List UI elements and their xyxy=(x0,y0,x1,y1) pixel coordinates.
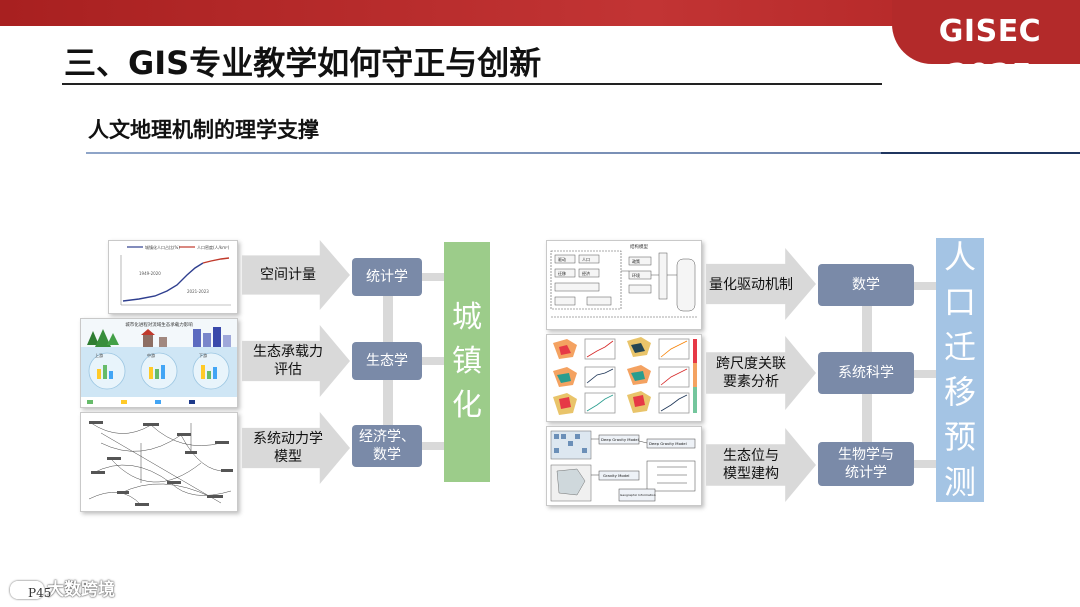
label-cross-scale: 跨尺度关联 要素分析 xyxy=(706,355,796,391)
target-migration-char-4: 移 xyxy=(943,373,976,411)
flow-box-1: 驱动 xyxy=(558,256,566,262)
discipline-economics-line2: 数学 xyxy=(373,447,401,463)
flow-box-2: 人口 xyxy=(582,257,590,262)
flow-box-6: 环境 xyxy=(632,272,640,278)
target-migration-char-6: 测 xyxy=(943,463,976,501)
slide-subtitle: 人文地理机制的理学支撑 xyxy=(88,118,319,142)
zone-midstream: 中游 xyxy=(147,352,155,358)
watermark-logo: 大数跨境 xyxy=(10,575,115,600)
model-box-3: Gravity Model xyxy=(603,473,629,478)
subtitle-divider xyxy=(86,152,1080,154)
label-niche-model-line1: 生态位与 xyxy=(723,448,779,464)
label-system-dynamics: 系统动力学 模型 xyxy=(248,430,328,466)
landscape-illustration: 城市化进程对流域生态承载力影响 上游 中游 下游 xyxy=(81,319,237,407)
watermark-icon xyxy=(10,581,44,599)
discipline-mathematics: 数学 xyxy=(818,264,914,306)
slide-title: 三、GIS专业教学如何守正与创新 xyxy=(64,44,542,82)
flow-box-4: 经济 xyxy=(582,270,590,276)
maps-grid-graphic xyxy=(547,335,701,421)
thumbnail-urbanization-chart: 城镇化人口占比(%) 人口密度(人/km²) 1949-2020 2021-20… xyxy=(108,240,238,314)
label-cross-scale-line1: 跨尺度关联 xyxy=(716,356,786,372)
model-box-2: Deep Gravity Model xyxy=(649,441,687,446)
title-divider xyxy=(62,83,882,85)
left-h-connector-1 xyxy=(420,273,446,281)
discipline-mathematics-text: 数学 xyxy=(852,277,880,293)
right-h-connector-3 xyxy=(912,460,938,468)
thumbnail-niche-model: Deep Gravity Model Deep Gravity Model Gr… xyxy=(546,426,702,506)
right-h-connector-1 xyxy=(912,282,938,290)
target-migration-char-5: 预 xyxy=(943,418,976,456)
model-box-1: Deep Gravity Model xyxy=(601,437,639,442)
page-number: P45 xyxy=(28,586,52,600)
model-architecture-graphic: Deep Gravity Model Deep Gravity Model Gr… xyxy=(547,427,701,505)
chart-label-a: 1949-2020 xyxy=(139,271,161,276)
target-migration-char-1: 人 xyxy=(943,238,976,276)
model-box-4: Geographic Information xyxy=(620,493,656,497)
brand-tab xyxy=(892,0,1080,64)
target-migration-prediction: 人 口 迁 移 预 测 xyxy=(936,238,984,502)
discipline-systems-science: 系统科学 xyxy=(818,352,914,394)
label-niche-model-line2: 模型建构 xyxy=(723,466,779,482)
flow-box-5: 政策 xyxy=(632,258,640,264)
target-migration-char-3: 迁 xyxy=(943,328,976,366)
thumbnail-ecological-capacity: 城市化进程对流域生态承载力影响 上游 中游 下游 xyxy=(80,318,238,408)
label-system-dynamics-line2: 模型 xyxy=(274,449,302,465)
label-ecological-capacity: 生态承载力 评估 xyxy=(248,343,328,379)
thumbnail-system-dynamics xyxy=(80,412,238,512)
brand-logo: GISEC 2025 xyxy=(938,14,1042,93)
zone-upstream: 上游 xyxy=(95,352,103,358)
discipline-biology-statistics: 生物学与 统计学 xyxy=(818,442,914,486)
discipline-ecology: 生态学 xyxy=(352,342,422,380)
right-h-connector-2 xyxy=(912,370,938,378)
label-quantify-drivers: 量化驱动机制 xyxy=(709,277,793,293)
target-urbanization-char-3: 化 xyxy=(452,388,482,423)
thumbnail-cross-scale-analysis xyxy=(546,334,702,422)
discipline-economics-line1: 经济学、 xyxy=(359,429,415,445)
label-ecological-capacity-line1: 生态承载力 xyxy=(253,344,323,360)
label-ecological-capacity-line2: 评估 xyxy=(274,362,302,378)
discipline-systems-science-text: 系统科学 xyxy=(838,365,894,381)
label-system-dynamics-line1: 系统动力学 xyxy=(253,431,323,447)
label-niche-model: 生态位与 模型建构 xyxy=(706,447,796,483)
discipline-ecology-text: 生态学 xyxy=(366,353,408,369)
discipline-biology-line2: 统计学 xyxy=(845,465,887,481)
flow-box-3: 迁移 xyxy=(558,270,566,276)
discipline-economics-math: 经济学、 数学 xyxy=(352,425,422,467)
label-spatial-econometrics: 空间计量 xyxy=(260,267,316,283)
left-h-connector-3 xyxy=(420,442,446,450)
zone-downstream: 下游 xyxy=(199,352,207,358)
discipline-statistics: 统计学 xyxy=(352,258,422,296)
target-migration-char-2: 口 xyxy=(943,283,976,321)
line-chart-graphic: 城镇化人口占比(%) 人口密度(人/km²) 1949-2020 2021-20… xyxy=(109,241,237,313)
discipline-statistics-text: 统计学 xyxy=(366,269,408,285)
illustration-title: 城市化进程对流域生态承载力影响 xyxy=(125,321,193,328)
chart-label-b: 2021-2023 xyxy=(187,289,209,294)
target-urbanization-char-2: 镇 xyxy=(452,344,482,379)
chart-legend-1: 城镇化人口占比(%) xyxy=(145,244,180,250)
network-graphic xyxy=(81,413,237,511)
discipline-biology-line1: 生物学与 xyxy=(838,447,894,463)
target-urbanization: 城 镇 化 xyxy=(444,242,490,482)
left-h-connector-2 xyxy=(420,357,446,365)
flowchart-graphic: 结构模型 驱动 人口 迁移 经济 政策 环境 xyxy=(547,241,701,329)
thumbnail-driving-mechanism: 结构模型 驱动 人口 迁移 经济 政策 环境 xyxy=(546,240,702,330)
chart-legend-2: 人口密度(人/km²) xyxy=(197,244,230,250)
target-urbanization-char-1: 城 xyxy=(452,300,482,335)
watermark-text: 大数跨境 xyxy=(47,580,115,600)
label-cross-scale-line2: 要素分析 xyxy=(723,374,779,390)
flowchart-header: 结构模型 xyxy=(630,243,648,250)
